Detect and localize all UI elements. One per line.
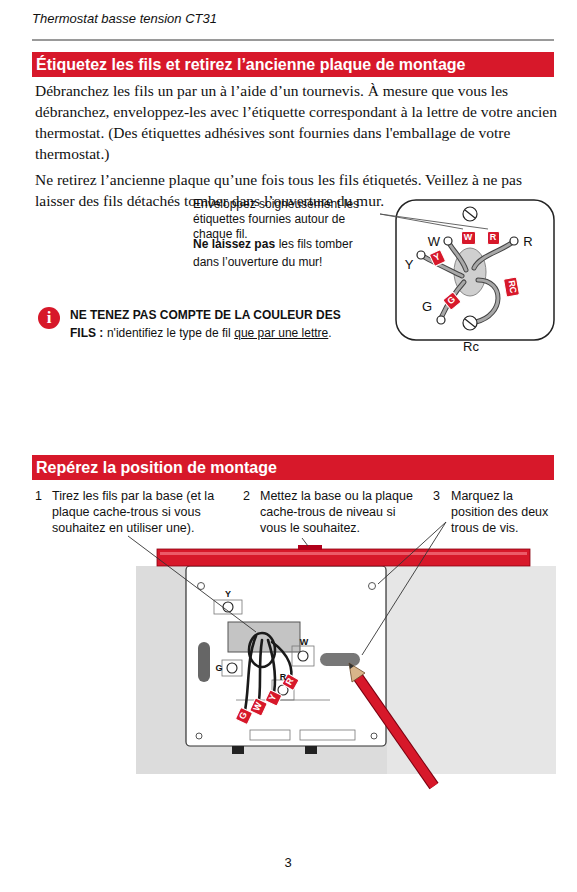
leader-line [128,522,446,655]
terminal-letter: Y [225,589,231,599]
warning-note: . [328,326,331,340]
node-text: Étiquetez les fils et retirez l’ancienne… [36,56,465,73]
spirit-level [157,545,530,566]
step-text: Mettez la base ou la plaque cache-trous … [260,488,425,536]
step-number: 1 [35,488,42,504]
info-icon: i [38,307,60,329]
warning-note: n'identifiez le type de fil [107,326,231,340]
terminal-letter: R [523,234,532,249]
leader-line [380,214,488,229]
section-heading: Repérez la position de montage [32,455,554,480]
terminal-letter: Rc [463,339,479,354]
terminal-letter: R [280,672,287,682]
text-block: NE TENEZ PAS COMPTE DE LA COULEUR DES FI… [70,305,370,341]
terminal-letter: W [428,234,440,249]
terminal-letter: Y [405,257,414,272]
pencil [349,663,434,786]
wire-tag: RC [502,276,519,297]
warning-note: que par une lettre [234,326,328,340]
node-text: i [47,308,52,327]
node-text: Repérez la position de montage [36,459,277,476]
page-number: 3 [284,855,291,870]
section-heading: Étiquetez les fils et retirez l’ancienne… [32,52,554,77]
step-text: Marquez la position des deux trous de vi… [451,488,559,536]
body-paragraph: Débranchez les fils un par un à l’aide d… [35,80,557,164]
header-rule [32,40,554,41]
wire-tag: R [487,231,500,245]
node-text: RC [506,280,518,295]
wire-tag: W [461,231,476,245]
terminal-letter: W [300,637,309,647]
step-text: Tirez les fils par la base (et la plaque… [52,488,220,536]
node-text: Y [266,693,278,703]
text-block: Débranchez les fils un par un à l’aide d… [35,80,557,216]
thermostat-base [186,566,386,754]
node-text: Y [432,251,442,263]
running-header: Thermostat basse tension CT31 [32,11,217,26]
terminal-letter: G [422,299,432,314]
wire-tag: G [442,291,462,311]
node-text: W [251,701,264,713]
node-text: G [445,294,457,306]
node-text: G [237,710,249,721]
node-text: R [490,232,497,242]
node-text: W [464,232,473,242]
wire-tag: Y [428,249,446,267]
step-number: 2 [243,488,250,504]
callout-text: Enveloppez soigneusement les étiquettes … [193,197,373,242]
step-number: 3 [433,488,440,504]
wall [136,566,556,774]
terminal-letter: G [215,663,222,673]
